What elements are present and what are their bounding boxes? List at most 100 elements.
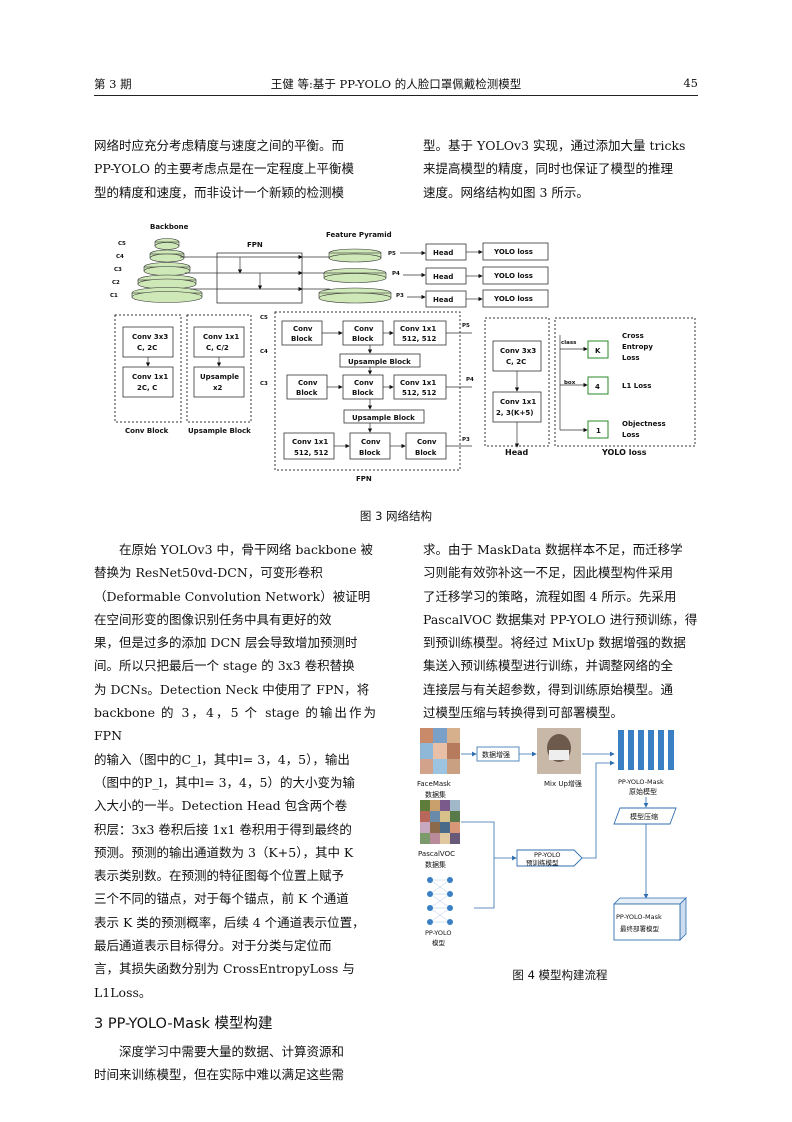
pretrain-label-1: PP-YOLO bbox=[534, 851, 561, 859]
text-line: 在空间形变的图像识别任务中具有更好的效 bbox=[94, 611, 332, 627]
text-line: 间。所以只把最后一个 stage 的 3x3 卷积替换 bbox=[94, 658, 355, 674]
yolo-loss-label: YOLO loss bbox=[493, 295, 533, 303]
origin-model-label-1: PP-YOLO-Mask bbox=[618, 778, 664, 786]
text-line: 最后通道表示目标得分。对于分类与定位而 bbox=[94, 938, 332, 954]
c3-input-label: C3 bbox=[260, 381, 268, 387]
text-line: PP-YOLO 的主要考虑点是在一定程度上平衡模 bbox=[94, 161, 355, 177]
fpn-block-label: Block bbox=[415, 449, 437, 457]
class-k-box: K bbox=[595, 347, 601, 355]
text-line: 网络时应充分考虑精度与速度之间的平衡。而 bbox=[94, 138, 345, 153]
fpn-block-label: Block bbox=[291, 335, 313, 343]
ppyolo-network-icon bbox=[427, 877, 453, 925]
fpn-block-label: Block bbox=[359, 449, 381, 457]
head-label: Head bbox=[433, 249, 453, 257]
c2-label: C2 bbox=[112, 280, 120, 286]
p3-out-label: P3 bbox=[462, 437, 470, 443]
conv-block-label: Conv Block bbox=[125, 427, 169, 435]
text-line: 三个不同的锚点，对于每个锚点，前 K 个通道 bbox=[94, 891, 349, 907]
text-line: 速度。网络结构如图 3 所示。 bbox=[423, 184, 589, 200]
text-line: L1Loss。 bbox=[94, 984, 152, 1000]
body-left-column: 在原始 YOLOv3 中，骨干网络 backbone 被 替换为 ResNet5… bbox=[94, 538, 376, 1087]
figure-3-network-structure: Backbone C5 C4 C3 C2 C1 FPN Feature Pyra… bbox=[110, 223, 696, 483]
p3-label: P3 bbox=[396, 293, 404, 299]
text-line: 连接层与有关超参数，得到训练原始模型。通 bbox=[423, 681, 674, 697]
header-rule bbox=[94, 95, 698, 96]
intro-right-column: 型。基于 YOLOv3 实现，通过添加大量 tricks 来提高模型的精度，同时… bbox=[423, 134, 699, 204]
cross-entropy-line3: Loss bbox=[622, 354, 640, 362]
upsample-block-label: Upsample Block bbox=[188, 427, 251, 435]
fpn-conv-label: Conv bbox=[417, 438, 437, 446]
facemask-thumbnails bbox=[420, 728, 460, 774]
running-title: 王健 等:基于 PP-YOLO 的人脸口罩佩戴检测模型 bbox=[270, 77, 522, 91]
section-3-heading: 3 PP-YOLO-Mask 模型构建 bbox=[94, 1015, 273, 1032]
objectness-line2: Loss bbox=[622, 431, 640, 439]
c4-input-label: C4 bbox=[260, 349, 268, 355]
fpn-block-label: Block bbox=[352, 335, 374, 343]
feature-pyramid-label: Feature Pyramid bbox=[326, 231, 392, 239]
fpn-block-label: Block bbox=[296, 389, 318, 397]
class-branch-label: class bbox=[561, 340, 577, 346]
2c-c-label: 2C, C bbox=[137, 384, 157, 392]
fpn-detail-label: FPN bbox=[356, 475, 372, 483]
fpn-conv1x1-label: Conv 1x1 bbox=[292, 438, 328, 446]
box-branch-label: box bbox=[564, 380, 576, 386]
mixup-label: Mix Up增强 bbox=[544, 779, 582, 788]
objectness-line1: Objectness bbox=[622, 420, 666, 428]
l1-loss-label: L1 Loss bbox=[622, 382, 651, 390]
yolo-loss-detail-label: YOLO loss bbox=[601, 448, 647, 457]
c5-input-label: C5 bbox=[260, 315, 268, 321]
p5-out-label: P5 bbox=[462, 323, 470, 329]
text-line: 替换为 ResNet50vd-DCN，可变形卷积 bbox=[94, 565, 323, 581]
p4-out-label: P4 bbox=[466, 377, 474, 383]
ppyolo-label-2: 模型 bbox=[432, 938, 446, 947]
head-c2c-label: C, 2C bbox=[506, 358, 526, 366]
text-line: 习则能有效弥补这一不足，因此模型构件采用 bbox=[423, 565, 674, 581]
cross-entropy-line2: Entropy bbox=[622, 343, 653, 351]
intro-left-column: 网络时应充分考虑精度与速度之间的平衡。而 PP-YOLO 的主要考虑点是在一定程… bbox=[94, 134, 376, 204]
head-out-channels: 2, 3(K+5) bbox=[496, 409, 533, 417]
pretrain-label-2: 预训练模型 bbox=[526, 858, 559, 867]
fpn-conv-label: Conv bbox=[298, 379, 318, 387]
final-model-label-1: PP-YOLO-Mask bbox=[616, 913, 662, 921]
text-line: 言，其损失函数分别为 CrossEntropyLoss 与 bbox=[94, 961, 355, 977]
box-4-box: 4 bbox=[595, 383, 600, 391]
conv1x1-label: Conv 1x1 bbox=[132, 373, 168, 381]
head-conv3x3-label: Conv 3x3 bbox=[500, 347, 536, 355]
backbone-label: Backbone bbox=[150, 223, 189, 231]
x2-label: x2 bbox=[213, 384, 223, 392]
text-line: 型。基于 YOLOv3 实现，通过添加大量 tricks bbox=[423, 138, 686, 153]
final-model-label-2: 最终部署模型 bbox=[620, 924, 660, 933]
text-line: 来提高模型的精度，同时也保证了模型的推理 bbox=[423, 161, 674, 177]
head-label: Head bbox=[433, 273, 453, 281]
origin-model-network-icon bbox=[618, 730, 674, 770]
text-line: PascalVOC 数据集对 PP-YOLO 进行预训练，得 bbox=[423, 611, 698, 627]
text-line: 时间来训练模型，但在实际中难以满足这些需 bbox=[94, 1067, 345, 1083]
cross-entropy-line1: Cross bbox=[622, 332, 644, 340]
c-c2-label: C, C/2 bbox=[206, 344, 229, 352]
origin-model-label-2: 原始模型 bbox=[629, 787, 657, 796]
yolo-loss-label: YOLO loss bbox=[493, 248, 533, 256]
text-line: 在原始 YOLOv3 中，骨干网络 backbone 被 bbox=[119, 542, 373, 557]
c3-label: C3 bbox=[114, 267, 122, 273]
pascal-label-2: 数据集 bbox=[425, 860, 446, 869]
conv3x3-label: Conv 3x3 bbox=[132, 333, 168, 341]
compress-box: 模型压缩 bbox=[630, 812, 658, 821]
head-detail-label: Head bbox=[505, 448, 529, 457]
fpn-conv-label: Conv bbox=[361, 438, 381, 446]
issue-number: 第 3 期 bbox=[94, 77, 132, 91]
upsample-label: Upsample bbox=[200, 373, 239, 381]
facemask-label-2: 数据集 bbox=[425, 790, 446, 799]
page-number: 45 bbox=[683, 76, 698, 90]
fpn-dim-label: 512, 512 bbox=[402, 389, 436, 397]
fpn-label: FPN bbox=[247, 241, 263, 249]
head-label: Head bbox=[433, 296, 453, 304]
text-line: 深度学习中需要大量的数据、计算资源和 bbox=[119, 1043, 345, 1059]
text-line: 到预训练模型。将经过 MixUp 数据增强的数据 bbox=[423, 635, 686, 651]
pascalvoc-thumbnails bbox=[420, 800, 460, 844]
text-line: 了迁移学习的策略，流程如图 4 所示。先采用 bbox=[423, 588, 677, 604]
fpn-conv-label: Conv bbox=[354, 379, 374, 387]
text-line: 预测。预测的输出通道数为 3（K+5），其中 K bbox=[94, 844, 354, 860]
fpn-conv-label: Conv bbox=[354, 325, 374, 333]
fpn-dim-label: 512, 512 bbox=[294, 449, 328, 457]
pascal-label-1: PascalVOC bbox=[418, 850, 455, 858]
